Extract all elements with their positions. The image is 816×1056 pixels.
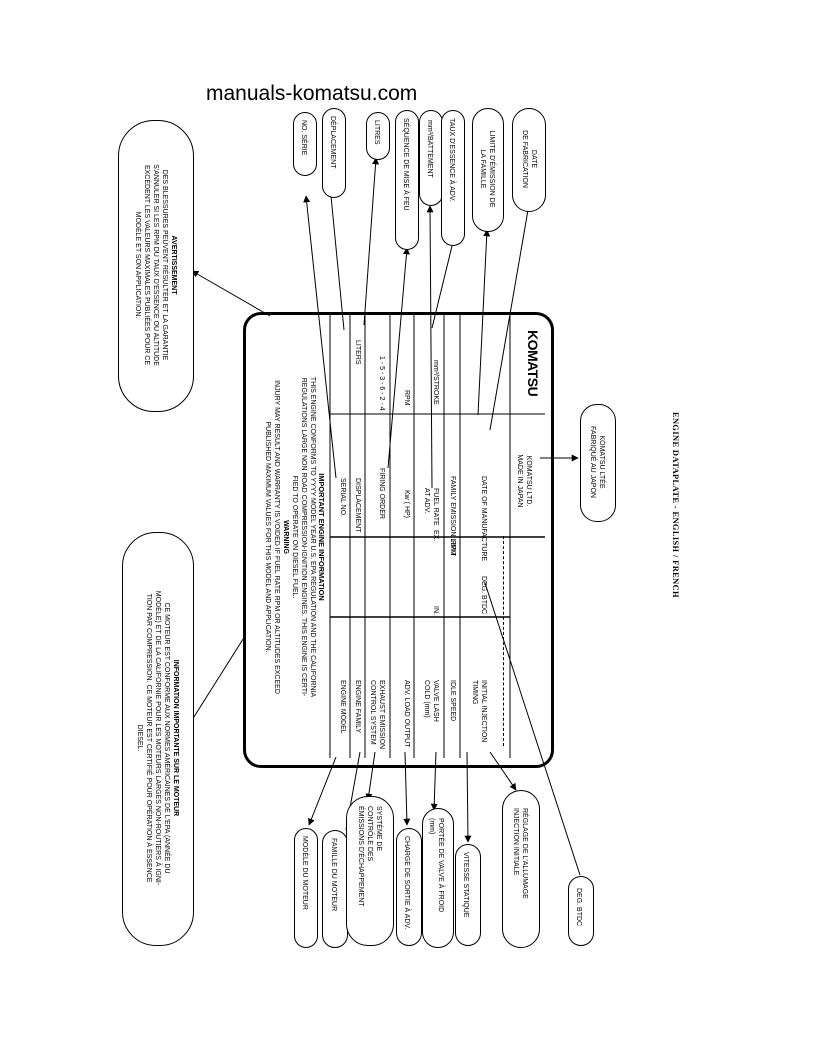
plate-maker: KOMATSU LTD. MADE IN JAPAN	[515, 426, 533, 536]
callout-modele-moteur	[294, 828, 318, 948]
plate-conformity-1: THIS ENGINE CONFORMS TO YYYY MODEL YEAR …	[309, 376, 316, 698]
plate-conformity-3: FIED TO OPERATE ON DIESEL FUEL.	[291, 475, 298, 599]
plate-warning-title: WARNING	[282, 520, 289, 554]
label-family-emission-limit: FAMILY EMISSION LIMIT	[449, 476, 456, 557]
callout-limite-text: LIMITE D'ÉMISSION DE LA FAMILLE	[478, 116, 496, 222]
label-initial-injection-line2: TIMING	[471, 680, 478, 705]
callout-deg-btdc-text: DEG. BTDC	[575, 888, 582, 927]
callout-portee-valve	[422, 808, 454, 948]
callout-sequence-text: SÉQUENCE DE MISE À FEU	[402, 118, 409, 211]
callout-vitesse-text: VITESSE STATIQUE	[462, 852, 469, 918]
callout-famille-moteur	[322, 830, 348, 948]
plate-maker-line2: MADE IN JAPAN	[516, 454, 523, 508]
label-date-of-manufacture: DATE OF MANUFACTURE	[480, 476, 487, 562]
komatsu-ltee-callout	[580, 404, 616, 522]
callout-portee-text: PORTÉE DE VALVE À FROID (mm)	[427, 818, 445, 912]
information-title: INFORMATION IMPORTANTE SUR LE MOTEUR	[172, 659, 179, 817]
callout-reglage-line1: RÉGLAGE DE L'ALLUMAGE	[521, 808, 528, 899]
callout-mm3-text: mm³/BATTEMENT	[426, 120, 433, 178]
label-engine-family: ENGINE FAMILY	[354, 680, 361, 734]
information-text: INFORMATION IMPORTANTE SUR LE MOTEUR CE …	[135, 540, 180, 936]
callout-reglage-text: RÉGLAGE DE L'ALLUMAGE INJECTION INITIALE	[511, 808, 529, 899]
label-fuel-rate-line1: FUEL RATE	[432, 488, 439, 526]
callout-famille-text: FAMILLE DU MOTEUR	[330, 838, 337, 912]
value-firing-order: 1 - 5 - 3 - 6 - 2 - 4	[378, 356, 385, 411]
callout-systeme-line2: CONTRÔLE DES	[366, 806, 373, 862]
label-firing-order: FIRING ORDER	[378, 468, 385, 519]
figure-caption: ENGINE DATAPLATE - ENGLISH / FRENCH	[671, 412, 680, 598]
callout-systeme-controle	[346, 796, 394, 946]
callout-date-line2: DE FABRICATION	[521, 130, 528, 188]
site-watermark: manuals-komatsu.com	[206, 82, 418, 105]
avertissement-notice	[118, 120, 194, 412]
callout-date-fabrication	[512, 108, 546, 212]
label-valve-lash: VALVE LASH COLD (mm)	[422, 680, 440, 722]
callout-charge-text: CHARGE DE SORTIE À ADV.	[403, 836, 410, 930]
label-fuel-rate-line2: AT ADV.	[423, 488, 430, 514]
callout-reglage-line2: INJECTION INITIALE	[512, 808, 519, 876]
label-serial-no: SERIAL NO.	[339, 478, 346, 518]
callout-systeme-text: SYSTÈME DE CONTRÔLE DES ÉMISSIONS D'ÉCHA…	[356, 806, 383, 907]
callout-no-serie	[293, 112, 317, 176]
label-valve-lash-line2: COLD (mm)	[423, 680, 430, 718]
label-liters: LITERS	[354, 340, 361, 365]
label-mm3-stroke: mm³/STROKE	[432, 360, 439, 405]
callout-limite-line2: LA FAMILLE	[479, 149, 486, 189]
komatsu-ltee-line1: KOMATSU LTÉE	[598, 435, 605, 489]
plate-warning-1: INJURY MAY RESULT AND WARRANTY IS VOIDED…	[273, 380, 280, 694]
label-valve-lash-line1: VALVE LASH	[432, 680, 439, 722]
avertissement-text: AVERTISSEMENT DES BLESSURES PEUVENT RÉSU…	[133, 132, 178, 398]
label-exhaust-line1: EXHAUST EMISSION	[378, 680, 385, 750]
plate-warning-2: PUBLISHED MAXIMUM VALUES FOR THIS MODEL …	[264, 421, 271, 653]
label-idle-speed: IDLE SPEED	[449, 680, 456, 722]
plate-header: IMPORTANT ENGINE INFORMATION	[317, 473, 326, 601]
avertissement-title: AVERTISSEMENT	[170, 235, 177, 295]
callout-systeme-line1: SYSTÈME DE	[375, 806, 382, 852]
label-fuel-rate: FUEL RATE AT ADV.	[422, 488, 440, 526]
callout-deplacement	[322, 108, 346, 198]
callout-charge-sortie	[396, 828, 422, 946]
label-engine-model: ENGINE MODEL	[339, 680, 346, 734]
callout-taux-text: TAUX D'ESSENCE À ADV.	[448, 118, 455, 202]
plate-maker-line1: KOMATSU LTD.	[525, 455, 532, 507]
label-initial-injection-line1: INITIAL INJECTION	[480, 680, 487, 743]
label-adv-load-output: ADV. LOAD OUTPUT	[403, 680, 410, 748]
label-displacement: DISPLACEMENT	[354, 478, 361, 533]
label-exhaust-line2: CONTROL SYSTEM	[369, 680, 376, 745]
callout-litres-text: LITRES	[373, 120, 380, 145]
label-ex: EX.	[432, 530, 439, 542]
label-exhaust-emission: EXHAUST EMISSION CONTROL SYSTEM	[368, 680, 386, 749]
komatsu-logo: KOMATSU	[525, 330, 541, 397]
engine-dataplate	[243, 312, 554, 768]
callout-date-text: DATE DE FABRICATION	[520, 116, 538, 202]
callout-modele-text: MODÈLE DU MOTEUR	[301, 836, 308, 910]
blank-line	[503, 536, 504, 746]
label-deg-btdc: DEG. BTDC	[480, 576, 487, 615]
callout-litres	[366, 112, 390, 160]
callout-deplacement-text: DÉPLACEMENT	[329, 116, 336, 169]
callout-taux-essence	[441, 110, 465, 246]
label-rpm-1: RPM	[403, 390, 410, 406]
callout-reglage-allumage	[502, 790, 540, 948]
plate-conformity-2: REGULATIONS LARGE NON ROAD COMPRESSION-I…	[300, 377, 307, 697]
callout-systeme-line3: ÉMISSIONS D'ÉCHAPPEMENT	[357, 806, 364, 907]
label-in: IN.	[432, 606, 439, 615]
callout-portee-line1: PORTÉE DE VALVE À FROID	[437, 818, 444, 913]
komatsu-ltee-text: KOMATSU LTÉE FABRIQUÉ AU JAPON	[588, 412, 606, 512]
komatsu-ltee-line2: FABRIQUÉ AU JAPON	[589, 426, 596, 498]
callout-limite-emission	[472, 108, 504, 232]
label-initial-injection: INITIAL INJECTION TIMING	[470, 680, 488, 742]
callout-no-serie-text: NO. SÉRIE	[300, 120, 307, 156]
callout-sequence	[395, 110, 419, 250]
plate-header-block: IMPORTANT ENGINE INFORMATION THIS ENGINE…	[263, 322, 326, 752]
callout-deg-btdc	[568, 876, 594, 946]
callout-date-line1: DATE	[530, 149, 537, 169]
callout-vitesse-statique	[455, 844, 481, 946]
callout-portee-line2: (mm)	[428, 818, 435, 835]
information-notice	[122, 532, 194, 946]
label-kw-hp: Kw ( HP)	[403, 490, 410, 518]
callout-limite-line1: LIMITE D'ÉMISSION DE	[488, 130, 495, 208]
